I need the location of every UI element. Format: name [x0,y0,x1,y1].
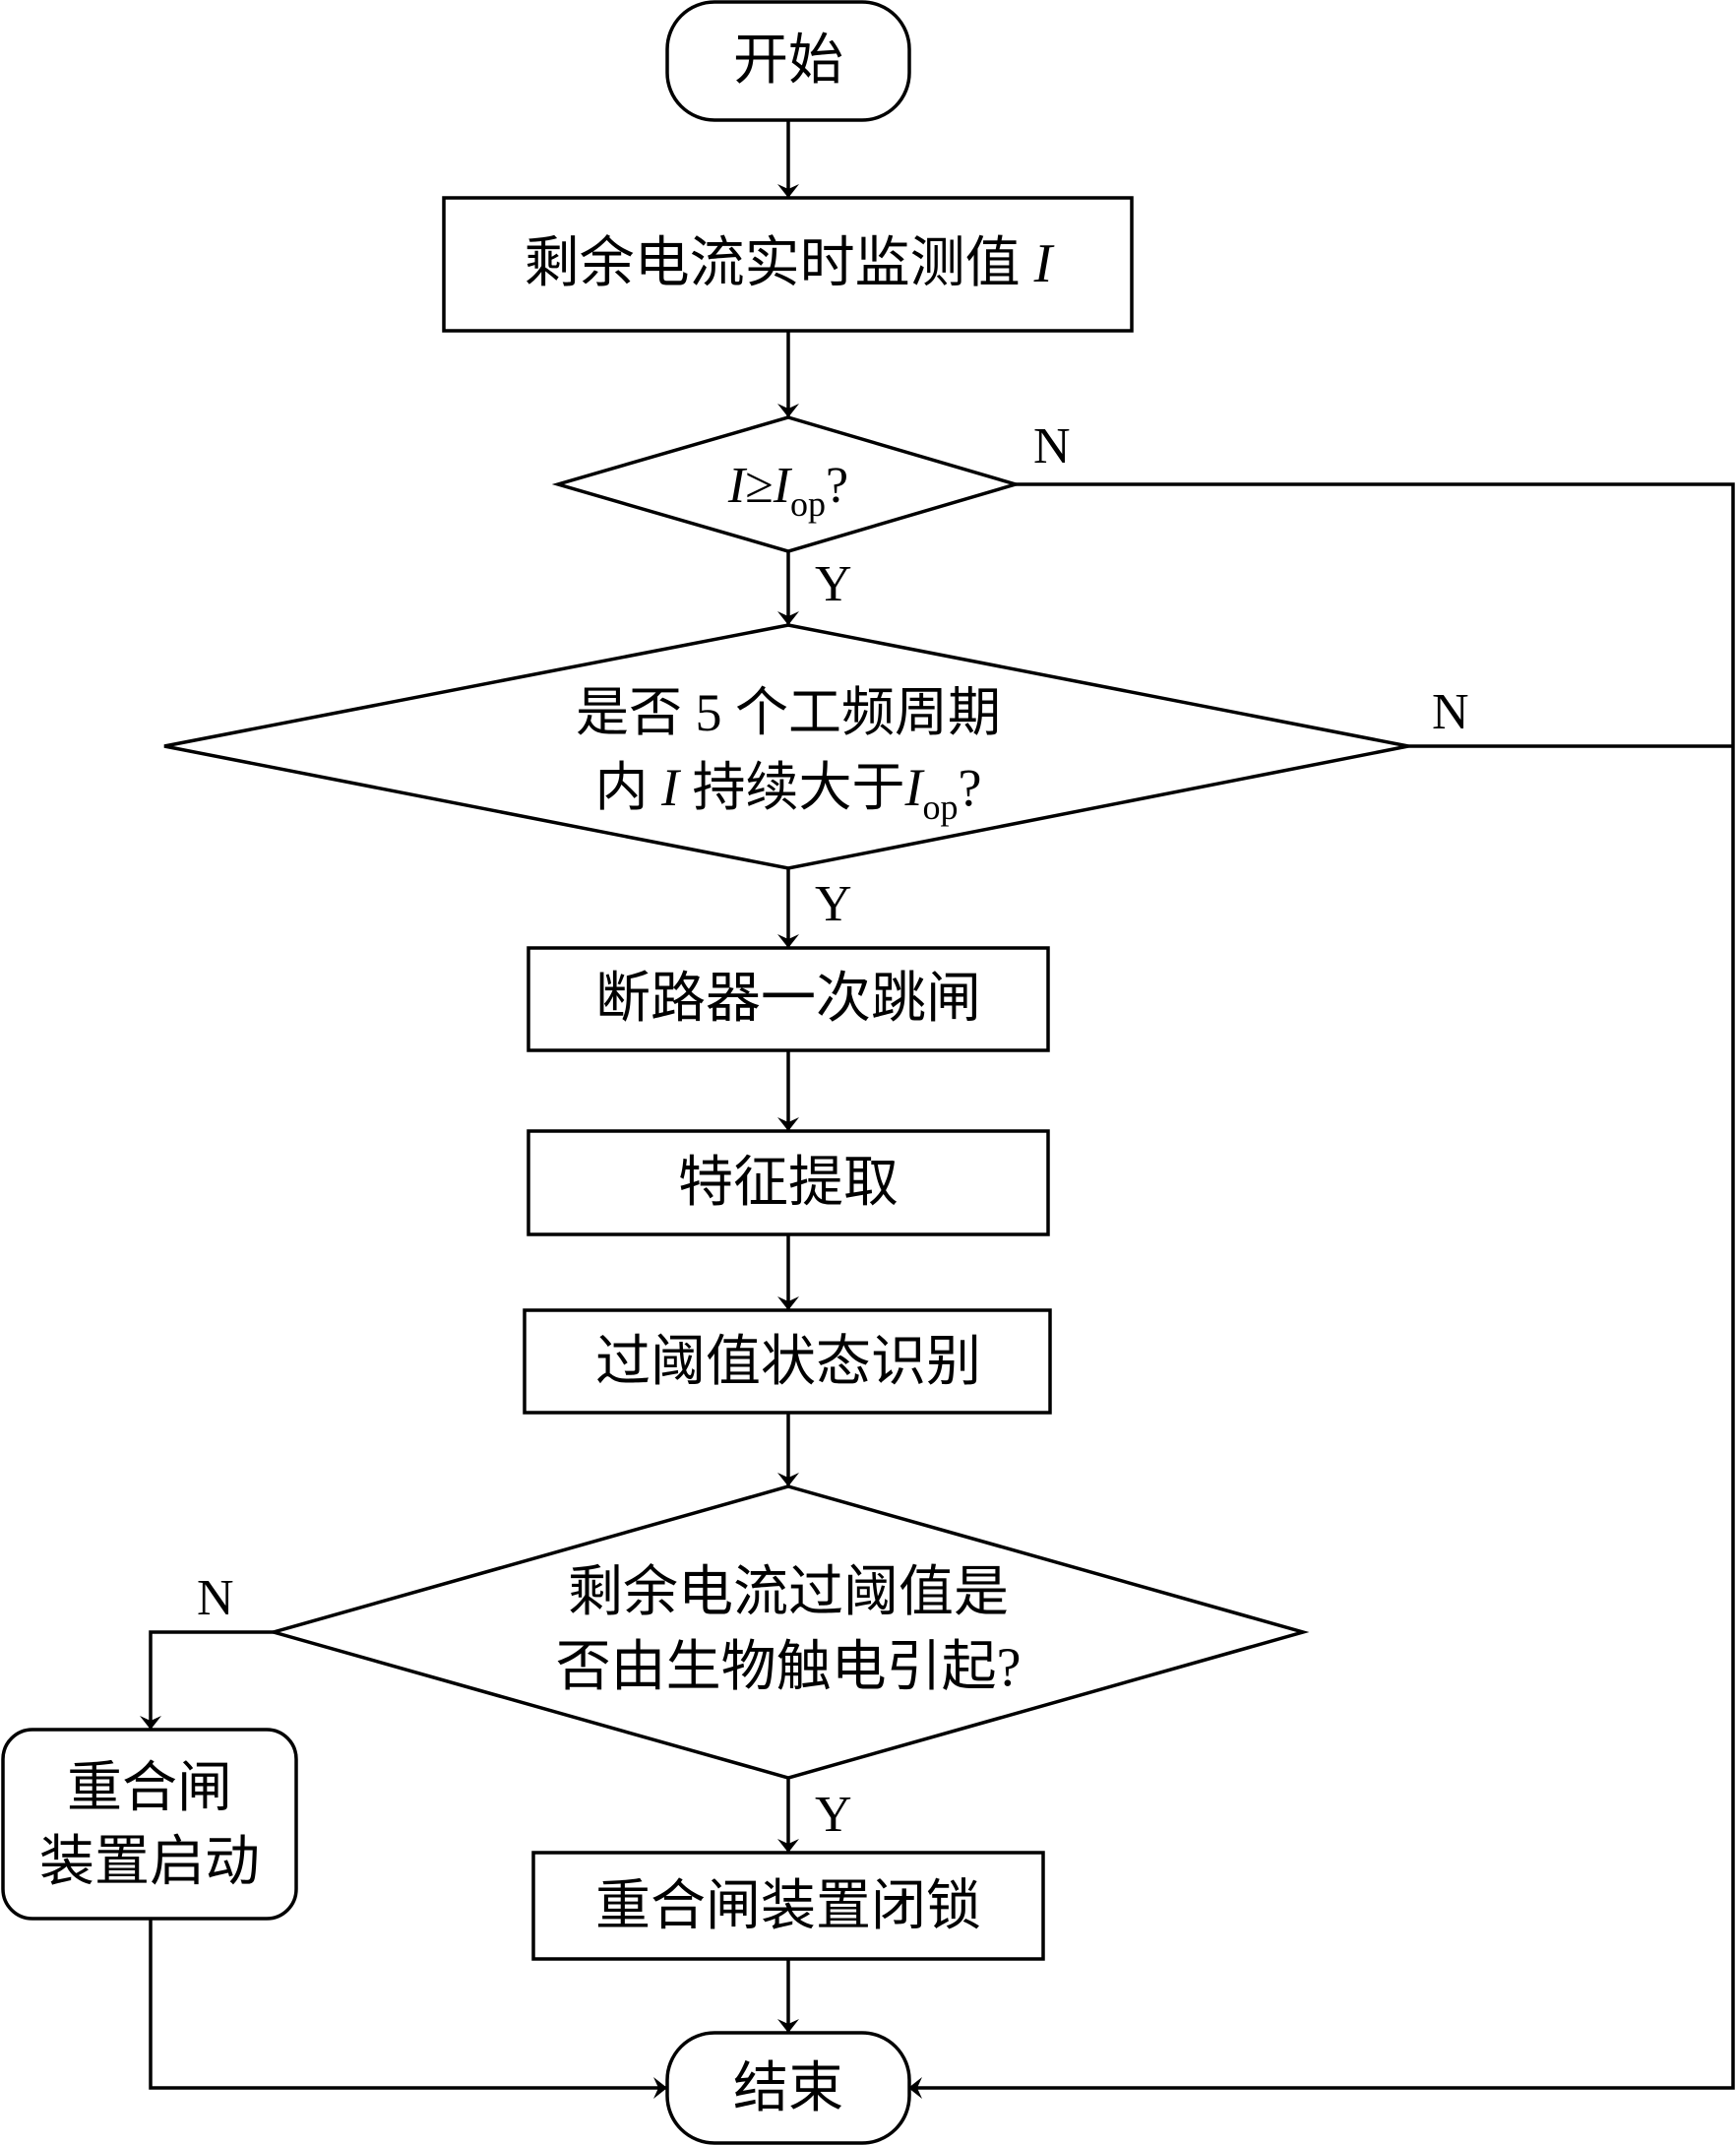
check3-line2: 否由生物触电引起? [556,1637,1022,1698]
check2-no-label: N [1432,684,1469,740]
identify-label: 过阈值状态识别 [595,1332,981,1393]
identify-node: 过阈值状态识别 [523,1308,1052,1415]
reclose-start-node: 重合闸 装置启动 [1,1728,298,1921]
check2-yes-label: Y [815,876,852,932]
check1-no-label: N [1033,418,1071,474]
edge-reclose-start-end [149,1919,667,2099]
check2-line2: 内 I 持续大于Iop? [595,758,982,827]
start-node: 开始 [665,0,911,122]
edge-check1-no-end [908,482,1735,2099]
edge-check3-no [140,1630,274,1730]
check3-node: 剩余电流过阈值是 否由生物触电引起? [267,1484,1310,1780]
reclose-lock-label: 重合闸装置闭锁 [595,1876,981,1937]
feature-label: 特征提取 [678,1153,899,1214]
check1-node: I≥Iop? [551,415,1023,553]
start-label: 开始 [733,31,843,92]
check2-line1: 是否 5 个工频周期 [576,683,1001,742]
end-node: 结束 [665,2031,911,2145]
check3-no-label: N [197,1570,234,1626]
check1-label: I≥Iop? [727,458,848,524]
monitor-text: 剩余电流实时监测值 [525,233,1034,294]
check3-yes-label: Y [815,1787,852,1843]
monitor-label: 剩余电流实时监测值 I [525,233,1055,294]
check1-yes-label: Y [815,556,852,612]
check2-node: 是否 5 个工频周期 内 I 持续大于Iop? [163,623,1409,870]
check3-line1: 剩余电流过阈值是 [568,1562,1009,1623]
reclose-start-line1: 重合闸 [67,1758,232,1819]
feature-node: 特征提取 [527,1129,1050,1236]
trip-node: 断路器一次跳闸 [527,946,1050,1052]
end-label: 结束 [733,2058,843,2119]
reclose-start-line2: 装置启动 [39,1832,260,1893]
monitor-var: I [1033,233,1055,294]
monitor-node: 剩余电流实时监测值 I [442,196,1134,333]
reclose-lock-node: 重合闸装置闭锁 [531,1851,1045,1961]
trip-label: 断路器一次跳闸 [595,969,981,1030]
